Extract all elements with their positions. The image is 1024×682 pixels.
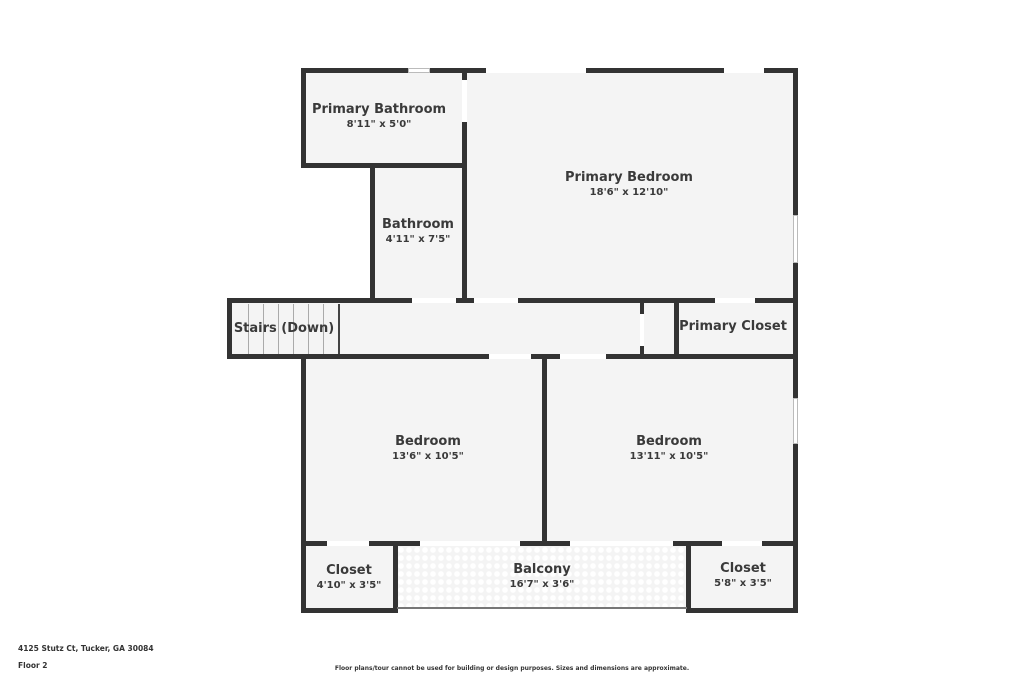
room-fill-primary-bathroom (305, 73, 465, 165)
wall (301, 163, 467, 168)
room-fill-bedroom-left (305, 356, 545, 544)
room-fill-closet-right (690, 544, 794, 610)
wall (301, 354, 306, 613)
window (793, 398, 798, 444)
wall (686, 608, 798, 613)
room-dimensions: 18'6" x 12'10" (589, 187, 669, 198)
door-opening (412, 298, 456, 303)
room-label-bathroom: Bathroom 4'11" x 7'5" (382, 217, 454, 247)
wall (227, 298, 232, 358)
room-label-primary-bedroom: Primary Bedroom 18'6" x 12'10" (565, 170, 693, 200)
balcony-fill (397, 546, 690, 608)
door-opening (462, 80, 467, 122)
wall (793, 68, 798, 613)
room-name: Primary Bedroom (565, 170, 693, 185)
room-fill-closet-left (305, 544, 397, 610)
floor-label: Floor 2 (18, 661, 48, 670)
room-label-primary-bathroom: Primary Bathroom 8'11" x 5'0" (312, 102, 446, 132)
room-dimensions: 5'8" x 3'5" (714, 578, 772, 589)
room-dimensions: 13'6" x 10'5" (392, 451, 464, 462)
balcony-door (420, 541, 520, 546)
wall (674, 298, 679, 358)
window (724, 68, 764, 73)
room-name: Primary Bathroom (311, 102, 447, 117)
window (486, 68, 586, 73)
disclaimer: Floor plans/tour cannot be used for buil… (334, 665, 690, 672)
room-name: Bathroom (382, 217, 454, 232)
room-fill-primary-bedroom (465, 73, 794, 301)
room-label-balcony: Balcony 16'7" x 3'6" (510, 562, 575, 592)
door-opening (327, 541, 369, 546)
room-label-closet-right: Closet 5'8" x 3'5" (714, 561, 772, 591)
wall (301, 608, 398, 613)
room-dimensions: 8'11" x 5'0" (346, 119, 412, 130)
wall (393, 541, 398, 613)
door-opening (640, 314, 644, 346)
wall (301, 541, 798, 546)
address: 4125 Stutz Ct, Tucker, GA 30084 (18, 644, 154, 653)
room-dimensions: 4'10" x 3'5" (316, 580, 382, 591)
door-opening (474, 298, 518, 303)
room-fill-bedroom-right (545, 356, 794, 544)
room-name: Stairs (Down) (233, 321, 335, 336)
window (408, 68, 430, 73)
room-label-stairs: Stairs (Down) (234, 321, 334, 337)
room-name: Bedroom (395, 434, 461, 449)
room-name: Closet (326, 563, 372, 578)
door-opening (489, 354, 531, 359)
room-label-bedroom-right: Bedroom 13'11" x 10'5" (630, 434, 709, 464)
window (793, 215, 798, 263)
wall (686, 541, 691, 613)
room-name: Bedroom (636, 434, 702, 449)
wall (462, 68, 467, 303)
room-label-closet-left: Closet 4'10" x 3'5" (317, 563, 382, 593)
stairs-treads (234, 304, 340, 354)
room-name: Balcony (513, 562, 571, 577)
wall (542, 354, 547, 546)
room-fill-bathroom (373, 165, 465, 301)
room-fill-hallway (231, 301, 794, 356)
wall (370, 163, 375, 303)
room-dimensions: 16'7" x 3'6" (509, 579, 575, 590)
wall (301, 68, 306, 168)
balcony-edge (397, 607, 687, 609)
room-dimensions: 13'11" x 10'5" (629, 451, 709, 462)
door-opening (715, 298, 755, 303)
door-opening (560, 354, 606, 359)
room-dimensions: 4'11" x 7'5" (385, 234, 451, 245)
balcony-door (570, 541, 673, 546)
room-name: Closet (720, 561, 766, 576)
room-label-bedroom-left: Bedroom 13'6" x 10'5" (392, 434, 464, 464)
door-opening (722, 541, 762, 546)
room-name: Primary Closet (679, 319, 787, 334)
room-label-primary-closet: Primary Closet (679, 319, 787, 335)
